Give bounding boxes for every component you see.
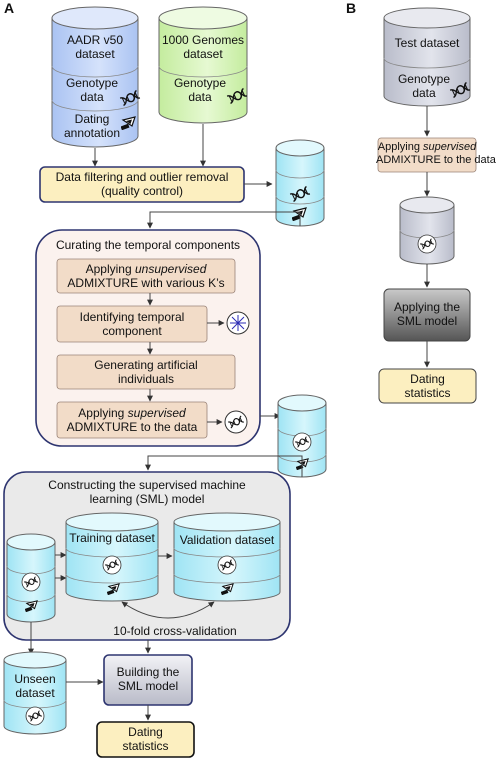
validation-dataset-label: Validation dataset: [179, 533, 275, 547]
dating-statistics-box-a: [96, 721, 195, 758]
test-dataset-cylinder: [383, 7, 471, 107]
panel-label-b: B: [346, 0, 357, 16]
temporal-component-icon: [226, 311, 250, 335]
1000-genomes-cylinder: [158, 6, 248, 124]
curated-dataset-cylinder: [277, 394, 327, 478]
cross-validation-label: 10-fold cross-validation: [113, 624, 237, 638]
quality-control-text: Data filtering and outlier removal(quali…: [55, 170, 229, 199]
step-supervised-admixture: [56, 401, 208, 439]
step-unsupervised-text: Applying unsupervised ADMIXTURE with var…: [67, 262, 225, 291]
panel-label-a: A: [4, 0, 15, 16]
validation-dataset-cylinder: [173, 512, 281, 602]
training-dataset-cylinder: [65, 512, 159, 602]
step-identify-temporal: [56, 305, 208, 343]
b-admixture-output-cylinder: [399, 196, 455, 265]
step-unsupervised-admixture: [56, 258, 236, 294]
cross-validation-arrow: [121, 601, 215, 619]
dating-statistics-box-b: [378, 368, 477, 404]
training-dataset-label: Training dataset: [69, 531, 155, 545]
filtered-dataset-cylinder: [275, 139, 325, 227]
sml-input-cylinder: [6, 533, 56, 623]
admixture-output-icon: [224, 410, 248, 434]
step-supervised-text: Applying supervised ADMIXTURE to the dat…: [66, 406, 198, 435]
step-generate-individuals: [56, 354, 236, 390]
test-dataset-title: Test dataset: [394, 36, 460, 50]
b-supervised-admixture-text: Applying supervised ADMIXTURE to the dat…: [376, 141, 496, 167]
unseen-dataset-cylinder: [3, 651, 67, 735]
curating-title: Curating the temporal components: [55, 238, 241, 252]
aadr-dataset-cylinder: [51, 6, 141, 148]
